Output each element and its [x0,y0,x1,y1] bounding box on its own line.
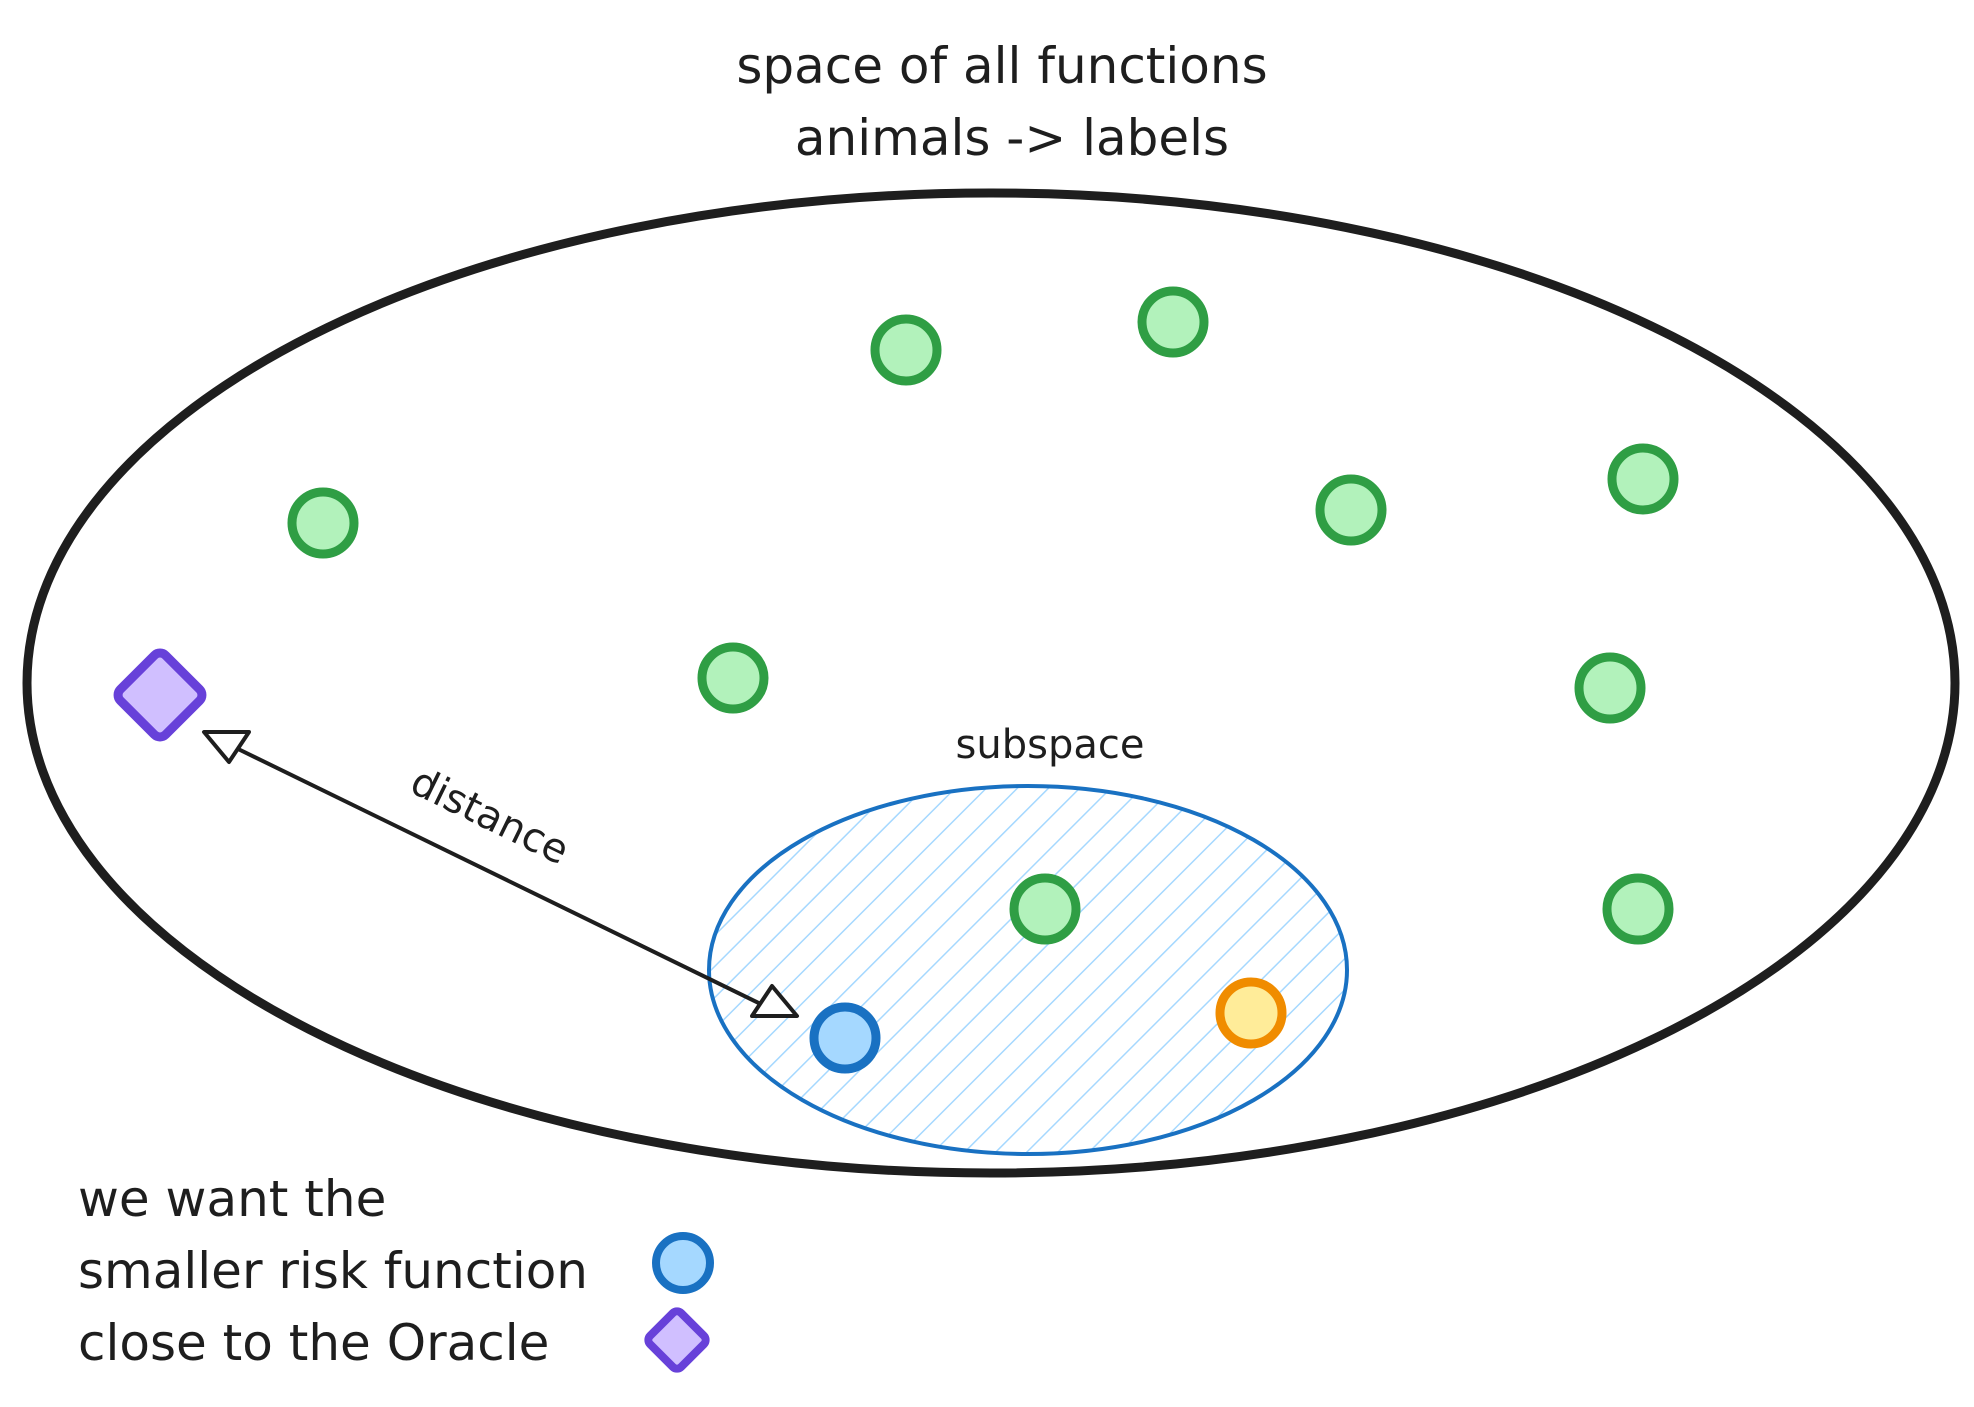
note-line-3: close to the Oracle [78,1314,549,1372]
subspace-label: subspace [956,722,1145,768]
title-line-2: animals -> labels [795,109,1229,167]
distance-label: distance [403,758,576,874]
candidate-function-icon [697,642,769,714]
smaller-risk-function-icon [809,1002,881,1074]
arrowhead-oracle-end [202,730,251,764]
note-line-1: we want the [78,1170,386,1228]
candidate-function-icon [870,314,942,386]
subspace-ellipse [707,784,1349,1156]
note-line-2: smaller risk function [78,1242,588,1300]
alternative-function-icon [1215,977,1287,1049]
candidate-function-icon [287,487,359,559]
candidate-function-icon [1574,652,1646,724]
smaller-risk-function-legend-icon [652,1232,714,1294]
oracle-diamond-icon [113,648,207,742]
title-line-1: space of all functions [736,37,1267,95]
candidate-function-icon [1602,873,1674,945]
arrowhead-function-end [750,984,799,1018]
distance-arrow [202,730,799,1018]
candidate-function-icon [1137,286,1209,358]
candidate-function-icon [1009,873,1081,945]
oracle-legend-icon [644,1307,710,1373]
candidate-function-icon [1607,443,1679,515]
candidate-functions [287,286,1679,945]
function-space-ellipse [22,188,1960,1178]
candidate-function-icon [1315,474,1387,546]
